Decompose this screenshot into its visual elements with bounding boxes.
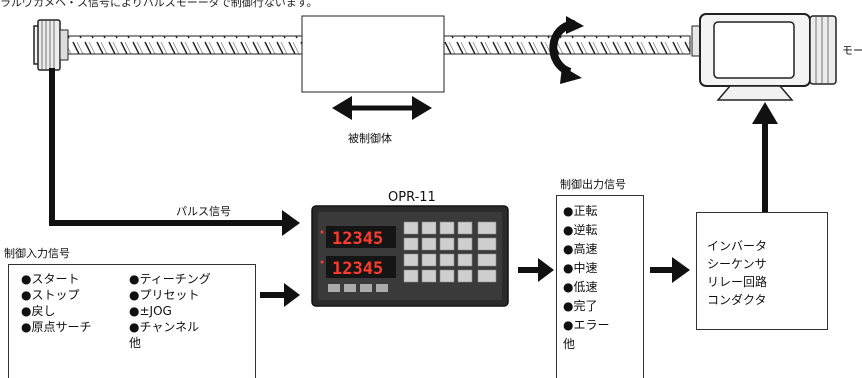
devices-panel: インバータ シーケンサ リレー回路 コンダクタ — [696, 212, 828, 330]
list-item: シーケンサ — [707, 257, 767, 271]
controller-model-label: OPR-11 — [388, 190, 436, 205]
motor-icon — [691, 13, 837, 101]
pulse-signal-label: パルス信号 — [176, 205, 231, 218]
list-item: ●正転 — [563, 204, 598, 218]
encoder-block — [33, 19, 69, 71]
control-input-col2: ●ティーチング ●プリセット ●±JOG ●チャンネル 他 — [129, 271, 211, 351]
list-item: ●ティーチング — [129, 272, 211, 286]
header-caption: ラルヴカメヘ・ス信号によりハルスモーーダで制御行ないます。 — [0, 0, 318, 9]
controlled-body-box — [301, 15, 445, 93]
list-item: インバータ — [707, 239, 768, 253]
pulse-signal-line — [49, 68, 290, 226]
list-item: リレー回路 — [707, 275, 768, 289]
control-input-col1: ●スタート ●ストップ ●戻し ●原点サーチ — [21, 271, 91, 335]
screw-shaft-left — [63, 35, 303, 55]
list-item: ●原点サーチ — [21, 320, 92, 334]
list-item: ●プリセット — [129, 288, 200, 302]
pulse-arrow-icon — [282, 210, 300, 236]
screw-shaft-right — [443, 35, 691, 55]
list-item: ●エラー — [563, 318, 610, 332]
control-input-panel: ●スタート ●ストップ ●戻し ●原点サーチ ●ティーチング ●プリセット ●±… — [8, 264, 256, 378]
controller-unit: 12345 12345 — [311, 205, 509, 307]
list-item: コンダクタ — [707, 293, 767, 307]
output-arrow-icon — [518, 258, 554, 282]
rotation-arrow-icon — [549, 16, 584, 84]
controlled-body-label: 被制御体 — [348, 132, 392, 145]
display-top-value: 12345 — [332, 229, 383, 249]
list-item-other: 他 — [129, 336, 142, 350]
list-item: ●±JOG — [129, 304, 172, 318]
list-item: ●スタート — [21, 272, 80, 286]
control-input-title: 制御入力信号 — [4, 247, 70, 260]
motor-label: モータ — [842, 44, 862, 57]
control-output-list: ●正転 ●逆転 ●高速 ●中速 ●低速 ●完了 ●エラー 他 — [563, 202, 609, 354]
list-item: ●中速 — [563, 261, 598, 275]
list-item: ●チャンネル — [129, 320, 200, 334]
up-arrow-icon — [752, 102, 778, 124]
input-arrow-icon — [260, 283, 300, 307]
bidirectional-arrow-icon — [332, 96, 432, 120]
list-item: ●高速 — [563, 242, 598, 256]
list-item: ●ストップ — [21, 288, 80, 302]
devices-list: インバータ シーケンサ リレー回路 コンダクタ — [707, 237, 767, 309]
control-output-title: 制御出力信号 — [560, 178, 626, 191]
control-output-panel: ●正転 ●逆転 ●高速 ●中速 ●低速 ●完了 ●エラー 他 — [556, 195, 644, 378]
device-arrow-icon — [650, 257, 690, 283]
display-bottom-value: 12345 — [332, 259, 383, 279]
list-item-other: 他 — [563, 337, 576, 351]
list-item: ●低速 — [563, 280, 598, 294]
list-item: ●完了 — [563, 299, 598, 313]
list-item: ●戻し — [21, 304, 56, 318]
list-item: ●逆転 — [563, 223, 598, 237]
